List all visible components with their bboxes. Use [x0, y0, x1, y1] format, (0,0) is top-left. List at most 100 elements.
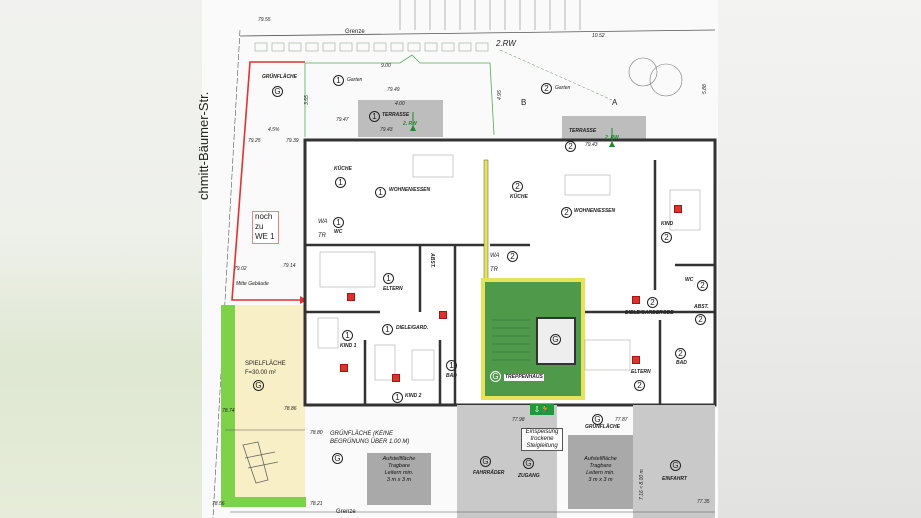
- room-label: Garten: [347, 77, 363, 83]
- level-label: 78.86: [284, 406, 297, 412]
- room-label: TERRASSE: [382, 112, 410, 118]
- note-line: Aufstellfläche: [584, 456, 617, 462]
- green-area-label: GRÜNFLÄCHE (KEINE: [330, 431, 394, 437]
- zone-marker: G: [253, 380, 264, 391]
- dimension-label: 9.00: [381, 63, 391, 69]
- hedge: [221, 305, 235, 505]
- note-line: Leitern min.: [384, 470, 414, 476]
- zone-marker: G: [490, 371, 501, 382]
- note-line: Tragbare: [388, 463, 410, 469]
- level-label: 79.43: [585, 142, 598, 148]
- tree-icon: [628, 57, 683, 97]
- zone-marker: G: [523, 458, 534, 469]
- unit-marker: 2: [561, 207, 572, 218]
- green-area-label: BEGRÜNUNG ÜBER 1.00 M): [330, 439, 410, 445]
- unit-marker: 2: [512, 181, 523, 192]
- section-marker-b: B: [521, 98, 527, 107]
- section-marker-a: A: [612, 98, 618, 107]
- area-label: FAHRRÄDER: [473, 470, 505, 476]
- room-label: GRÜNFLÄCHE: [262, 74, 297, 80]
- unit-marker: 2: [541, 83, 552, 94]
- interior-walls: [305, 160, 715, 405]
- unit-marker: 1: [342, 330, 353, 341]
- smoke-detector-icon: [674, 205, 682, 213]
- boundary-line-north: [239, 29, 716, 37]
- unit-marker: 1: [375, 187, 386, 198]
- level-label: 79.39: [286, 138, 299, 144]
- room-label: ABST.: [428, 253, 435, 268]
- level-label: 78.56: [212, 501, 225, 507]
- dimension-label: 5.88: [702, 84, 708, 94]
- stairwell-label: TREPPENHAUS: [504, 374, 544, 381]
- street-name: chmitt-Bäumer-Str.: [196, 91, 211, 200]
- zone-marker: G: [272, 86, 283, 97]
- playground-label: SPIELFLÄCHE: [245, 361, 286, 367]
- unit-marker: 2: [675, 348, 686, 359]
- fire-staging-area-1: [367, 453, 431, 505]
- green-area-label: GRÜNFLÄCHE: [585, 424, 620, 430]
- room-label: KÜCHE: [510, 194, 528, 200]
- level-label: 79.55: [258, 17, 271, 23]
- zone-marker: G: [480, 456, 491, 467]
- unit-marker: 2: [634, 380, 645, 391]
- dimension-label: 3.55: [304, 95, 310, 105]
- smoke-detector-icon: [392, 374, 400, 382]
- unit-marker: 1: [446, 360, 457, 371]
- escape-route-label: 2. RW: [403, 121, 417, 127]
- area-label: ZUGANG: [518, 473, 540, 479]
- room-label: ABST.: [694, 304, 709, 310]
- fire-staging-area-2: [568, 435, 633, 509]
- note-line: Tragbare: [589, 463, 612, 469]
- level-label: 77.35: [697, 499, 710, 505]
- room-label: BAD: [446, 373, 457, 379]
- elevator-marker: G: [550, 334, 561, 345]
- room-label: ELTERN: [631, 369, 651, 375]
- room-label: KIND 2: [405, 393, 422, 399]
- area-label: EINFAHRT: [662, 476, 687, 482]
- blurred-left-margin: [0, 0, 202, 518]
- emergency-exit-sign: ⇩🏃: [530, 404, 554, 415]
- escape-route-label: 2. RW: [605, 135, 619, 141]
- playground-area-value: F=30.00 m²: [245, 370, 276, 376]
- unit-marker: 1: [383, 273, 394, 284]
- dimension-label: 10.52: [592, 33, 605, 39]
- center-building-label: Mitte Gebäude: [236, 281, 269, 287]
- note-line: trockene: [530, 436, 554, 442]
- unit-marker: 2: [565, 141, 576, 152]
- unit-marker: 1: [392, 392, 403, 403]
- unit-marker: 1: [333, 75, 344, 86]
- dimension-label: 4.95: [497, 90, 503, 100]
- room-label: WOHNEN/ESSEN: [389, 187, 431, 193]
- unit-marker: 2: [695, 314, 706, 325]
- room-label: BAD: [676, 360, 687, 366]
- boundary-label: Grenze: [345, 29, 365, 35]
- fence-posts: [254, 42, 489, 52]
- note-line: Steigleitung: [526, 443, 558, 449]
- room-label: KIND: [661, 221, 674, 227]
- room-label: WOHNEN/ESSEN: [574, 208, 616, 214]
- unit-marker: 1: [335, 177, 346, 188]
- room-label: KÜCHE: [334, 166, 352, 172]
- room-label: WA: [490, 253, 500, 259]
- level-label: 78.74: [222, 408, 235, 414]
- room-label: ELTERN: [383, 286, 403, 292]
- bike-and-access-area: [457, 405, 557, 518]
- unit-marker: 1: [369, 111, 380, 122]
- level-label: 77.98: [512, 417, 525, 423]
- unit-marker: 2: [697, 280, 708, 291]
- smoke-detector-icon: [340, 364, 348, 372]
- zone-marker: G: [592, 414, 603, 425]
- unit-marker: 2: [647, 297, 658, 308]
- smoke-detector-icon: [632, 296, 640, 304]
- room-label: WC: [685, 277, 694, 283]
- play-equipment-icon: [242, 441, 279, 484]
- unit-marker: 1: [382, 324, 393, 335]
- note-line: 3 m x 3 m: [386, 477, 412, 483]
- smoke-detector-icon: [347, 293, 355, 301]
- smoke-detector-icon: [439, 311, 447, 319]
- level-label: 79.47: [336, 117, 349, 123]
